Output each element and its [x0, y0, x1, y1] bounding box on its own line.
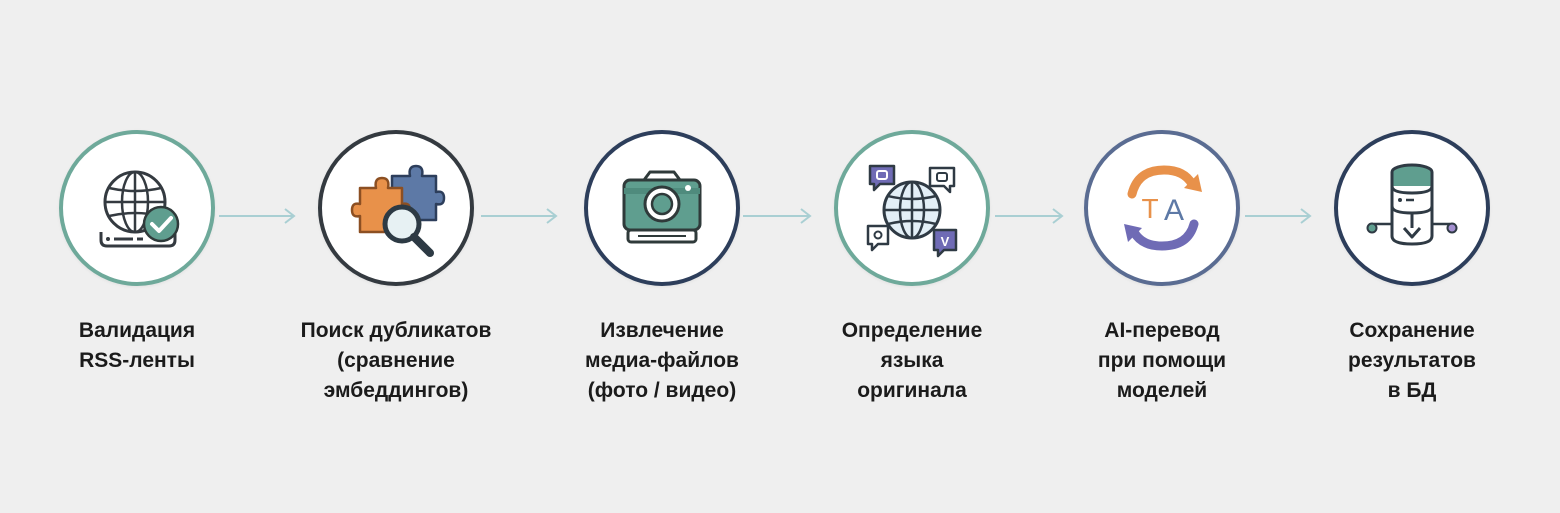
step-save-to-db: Сохранение результатов в БД: [1282, 130, 1542, 406]
step-label: Извлечение медиа-файлов (фото / видео): [585, 319, 739, 402]
flow-arrow-1: [219, 206, 297, 226]
step-circle: V: [834, 130, 990, 286]
flow-arrow-2: [481, 206, 559, 226]
step-circle: T A: [1084, 130, 1240, 286]
flow-arrow-4: [995, 206, 1065, 226]
camera-icon: [622, 170, 702, 244]
step-label: Сохранение результатов в БД: [1348, 319, 1476, 402]
chat-letter: V: [941, 234, 950, 249]
step-label: Определение языка оригинала: [841, 319, 983, 402]
step-circle: [59, 130, 215, 286]
step-media-extraction: Извлечение медиа-файлов (фото / видео): [532, 130, 792, 406]
step-circle: [318, 130, 474, 286]
step-circle: [584, 130, 740, 286]
step-rss-validation: Валидация RSS-ленты: [7, 130, 267, 376]
globe-chat-icon: V: [866, 164, 958, 258]
step-duplicate-search: Поиск дубликатов (сравнение эмбеддингов): [266, 130, 526, 406]
flow-arrow-5: [1245, 206, 1313, 226]
globe-check-icon: [99, 170, 180, 248]
step-language-detection: V Определение языка оригинала: [782, 130, 1042, 406]
database-save-icon: [1366, 163, 1458, 246]
translate-icon: T A: [1124, 165, 1202, 251]
letter-left: T: [1141, 193, 1158, 224]
step-label: AI-перевод при помощи моделей: [1097, 319, 1227, 402]
step-label: Поиск дубликатов (сравнение эмбеддингов): [300, 319, 492, 402]
step-ai-translation: T A AI-перевод при помощи моделей: [1032, 130, 1292, 406]
step-circle: [1334, 130, 1490, 286]
flow-arrow-3: [743, 206, 813, 226]
puzzle-magnifier-icon: [350, 164, 446, 257]
letter-right: A: [1164, 194, 1184, 227]
step-label: Валидация RSS-ленты: [78, 319, 196, 372]
